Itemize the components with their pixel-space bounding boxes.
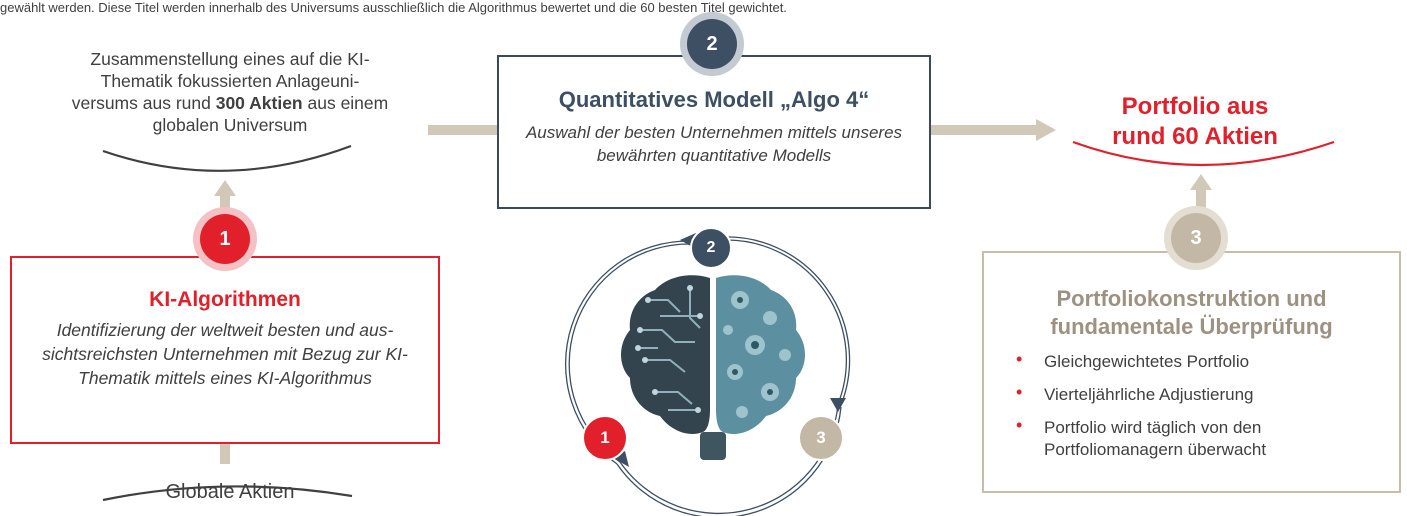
cycle-badge-3: 3	[798, 415, 844, 461]
brain-right-hemisphere	[716, 275, 805, 435]
portfolio-line1: Portfolio aus	[1121, 93, 1269, 120]
cycle-arrowhead-left	[613, 451, 629, 467]
step2-title: Quantitatives Modell „Algo 4“	[558, 87, 870, 112]
portfolio-curve	[1072, 140, 1335, 167]
step2-box: Quantitatives Modell „Algo 4“ Auswahl de…	[497, 55, 931, 209]
step3-bullet-list: • Gleichgewichtetes Portfolio • Vierteljäh…	[1016, 349, 1399, 461]
list-item: • Portfolio wird täglich von den Portfoli…	[1016, 415, 1399, 461]
universe-text-line2: Thematik fokussierten Anlageuni-	[100, 71, 360, 91]
cycle-badge-2: 2	[690, 227, 732, 269]
arrow-bottom-up	[220, 444, 230, 464]
bullet-text: Vierteljährliche Adjustierung	[1044, 385, 1254, 404]
arrowhead-step1-up	[214, 180, 236, 196]
universe-text-line3b: aus einem	[302, 93, 389, 113]
universe-text-line3a: versums aus rund	[71, 93, 216, 113]
bullet-dot-icon: •	[1016, 349, 1023, 369]
step3-box: Portfoliokonstruktion und fundamentale Ü…	[982, 251, 1401, 493]
bullet-text: Portfolio wird täglich von den Portfolio…	[1044, 418, 1267, 459]
portfolio-line2: rund 60 Aktien	[1112, 123, 1278, 150]
universe-text-line1: Zusammenstellung eines auf die KI-	[90, 49, 370, 69]
bottom-curve	[102, 485, 353, 502]
cycle-arrowhead-right	[830, 398, 846, 412]
bullet-dot-icon: •	[1016, 382, 1023, 402]
arrowhead-portfolio	[1036, 119, 1056, 141]
global-stocks-label: Globale Aktien	[165, 481, 295, 503]
step3-title-line1: Portfoliokonstruktion und	[1056, 286, 1327, 311]
step3-title: Portfoliokonstruktion und fundamentale Ü…	[984, 285, 1399, 341]
list-item: • Vierteljährliche Adjustierung	[1016, 382, 1399, 406]
step3-title-line2: fundamentale Überprüfung	[1050, 314, 1333, 339]
arrow-step3-up	[1196, 190, 1206, 212]
bullet-text: Gleichgewichtetes Portfolio	[1044, 352, 1250, 371]
arrow-model-to-portfolio	[931, 125, 1036, 135]
step1-box: KI-Algorithmen Identifizierung der weltw…	[10, 256, 440, 444]
step2-description: Auswahl der besten Unternehmen mittels u…	[525, 123, 903, 165]
arrowhead-step3-up	[1190, 174, 1212, 190]
universe-text-line4: globalen Universum	[152, 115, 308, 135]
universe-description: Zusammenstellung eines auf die KI- Thema…	[40, 48, 420, 136]
universe-text-highlight: 300 Aktien	[215, 93, 303, 113]
cycle-badge-1: 1	[582, 415, 628, 461]
list-item: • Gleichgewichtetes Portfolio	[1016, 349, 1399, 373]
step1-title: KI-Algorithmen	[149, 288, 301, 311]
step1-description: Identifizierung der weltweit besten und …	[42, 320, 408, 388]
arrow-universe-to-model	[428, 125, 497, 135]
brain-icon	[621, 275, 805, 460]
step3-badge: 3	[1171, 213, 1221, 263]
brain-stem	[700, 432, 726, 460]
brain-left-hemisphere	[621, 275, 710, 435]
universe-curve	[102, 144, 352, 172]
portfolio-result: Portfolio aus rund 60 Aktien	[1060, 92, 1330, 152]
header-cut-text: gewählt werden. Diese Titel werden inner…	[0, 0, 787, 15]
step2-badge: 2	[687, 19, 737, 69]
bullet-dot-icon: •	[1016, 415, 1023, 435]
step1-badge: 1	[200, 214, 250, 264]
